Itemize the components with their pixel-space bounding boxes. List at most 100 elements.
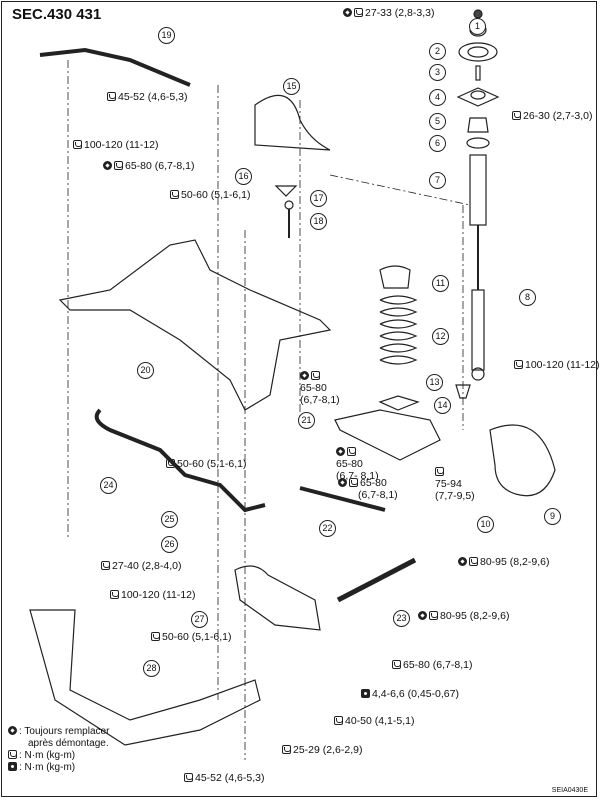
torque-label-17: 50-60 (5,1-6,1) (151, 631, 231, 643)
torque-wrench-icon (184, 773, 193, 782)
torque-wrench-icon (101, 561, 110, 570)
callout-27: 27 (191, 611, 208, 628)
stabilizer-link (274, 185, 298, 238)
trailing-link (336, 557, 417, 603)
callout-9: 9 (544, 508, 561, 525)
torque-label-19: 4,4-6,6 (0,45-0,67) (361, 688, 459, 700)
torque-label-8: 65-80(6,7-8,1) (300, 370, 340, 406)
always-replace-icon (8, 726, 17, 735)
torque-wrench-icon (392, 660, 401, 669)
torque-wrench-icon (114, 161, 123, 170)
knuckle (489, 424, 556, 497)
strut-assembly (456, 9, 500, 381)
torque-label-9: 65-80(6,7- 8,1) (336, 446, 379, 482)
torque-wrench-icon (514, 360, 523, 369)
torque-wrench-icon (8, 750, 17, 759)
torque-label-1: 27-33 (2,8-3,3) (343, 7, 434, 19)
always-replace-icon (103, 161, 112, 170)
torque-label-22: 45-52 (4,6-5,3) (184, 772, 264, 784)
callout-12: 12 (432, 328, 449, 345)
callout-24: 24 (100, 477, 117, 494)
torque-label-15: 27-40 (2,8-4,0) (101, 560, 181, 572)
torque-label-4: 100-120 (11-12) (73, 139, 159, 151)
callout-6: 6 (429, 135, 446, 152)
torque-wrench-icon (349, 478, 358, 487)
always-replace-icon (458, 557, 467, 566)
legend-replace-cont: après démontage. (28, 738, 109, 749)
torque-label-16: 100-120 (11-12) (110, 589, 196, 601)
torque-wrench-icon (166, 459, 175, 468)
torque-wrench-icon (110, 590, 119, 599)
stabilizer-bar (94, 408, 266, 513)
torque-wrench-icon (334, 716, 343, 725)
torque-label-3: 45-52 (4,6-5,3) (107, 91, 187, 103)
torque-label-6: 50-60 (5,1-6,1) (170, 189, 250, 201)
torque-label-10: 65-80(6,7-8,1) (338, 477, 398, 501)
torque-label-13: 80-95 (8,2-9,6) (458, 556, 549, 568)
figure-code: SEIA0430E (551, 787, 588, 794)
coil-spring (378, 265, 471, 411)
callout-2: 2 (429, 43, 446, 60)
upper-arm (254, 94, 331, 151)
callout-25: 25 (161, 511, 178, 528)
section-title: SEC.430 431 (12, 6, 102, 23)
legend-replace: : Toujours remplacer (8, 726, 109, 738)
legend-torque-small: : N·m (kg-m) (8, 762, 109, 774)
callout-16: 16 (235, 168, 252, 185)
callout-21: 21 (298, 412, 315, 429)
lower-arm (334, 409, 441, 461)
torque-label-14: 80-95 (8,2-9,6) (418, 610, 509, 622)
torque-wrench-filled-icon (361, 689, 370, 698)
torque-label-18: 65-80 (6,7-8,1) (392, 659, 472, 671)
callout-18: 18 (310, 213, 327, 230)
always-replace-icon (300, 371, 309, 380)
legend-torque: : N·m (kg-m) (8, 750, 109, 762)
torque-label-21: 25-29 (2,6-2,9) (282, 744, 362, 756)
always-replace-icon (343, 8, 352, 17)
callout-13: 13 (426, 374, 443, 391)
callout-14: 14 (434, 397, 451, 414)
torque-wrench-icon (469, 557, 478, 566)
always-replace-icon (336, 447, 345, 456)
torque-wrench-filled-icon (8, 762, 17, 771)
torque-wrench-icon (170, 190, 179, 199)
member-bracket (234, 565, 321, 631)
torque-wrench-icon (282, 745, 291, 754)
torque-wrench-icon (107, 92, 116, 101)
torque-label-7: 100-120 (11-12) (514, 359, 600, 371)
torque-label-2: 26-30 (2,7-3,0) (512, 110, 592, 122)
callout-19: 19 (158, 27, 175, 44)
torque-wrench-icon (73, 140, 82, 149)
callout-15: 15 (283, 78, 300, 95)
torque-wrench-icon (435, 467, 444, 476)
torque-wrench-icon (311, 371, 320, 380)
torque-label-5: 65-80 (6,7-8,1) (103, 160, 194, 172)
subframe (58, 239, 332, 411)
callout-17: 17 (310, 190, 327, 207)
callout-5: 5 (429, 113, 446, 130)
torque-label-11: 75-94(7,7-9,5) (435, 466, 475, 502)
callout-7: 7 (429, 172, 446, 189)
callout-4: 4 (429, 89, 446, 106)
always-replace-icon (418, 611, 427, 620)
rear-member (29, 609, 261, 746)
callout-10: 10 (477, 516, 494, 533)
alignment-lines (67, 60, 471, 760)
torque-label-20: 40-50 (4,1-5,1) (334, 715, 414, 727)
callout-28: 28 (143, 660, 160, 677)
torque-wrench-icon (347, 447, 356, 456)
always-replace-icon (338, 478, 347, 487)
torque-wrench-icon (354, 8, 363, 17)
callout-3: 3 (429, 64, 446, 81)
callout-20: 20 (137, 362, 154, 379)
torque-wrench-icon (512, 111, 521, 120)
callout-26: 26 (161, 536, 178, 553)
callout-22: 22 (319, 520, 336, 537)
torque-wrench-icon (429, 611, 438, 620)
torque-wrench-icon (151, 632, 160, 641)
callout-8: 8 (519, 289, 536, 306)
callout-1: 1 (469, 18, 486, 35)
callout-23: 23 (393, 610, 410, 627)
